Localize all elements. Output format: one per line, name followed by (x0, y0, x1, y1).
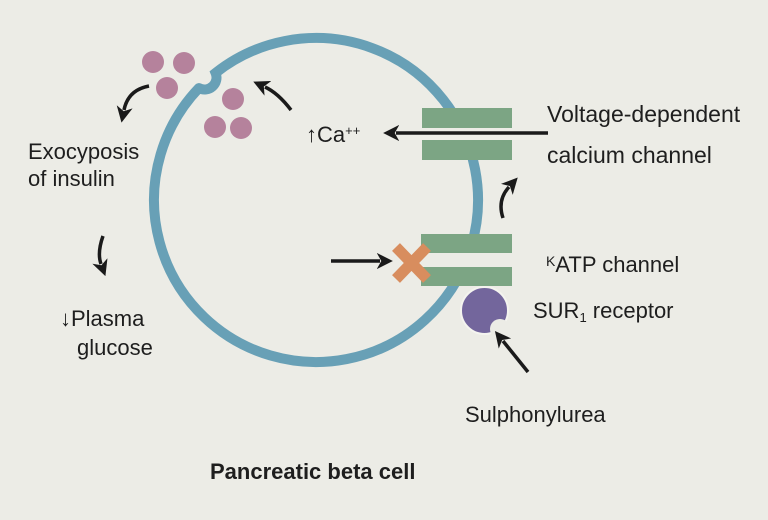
insulin-granule (173, 52, 195, 74)
calcium-channel-upper-rect (422, 108, 512, 128)
insulin-granule (222, 88, 244, 110)
plasma-glucose-label-line2: glucose (77, 335, 153, 360)
calcium-charge: ++ (345, 123, 361, 138)
katp-superscript-k: K (546, 253, 556, 269)
plasma-glucose-label-line1: ↓Plasma (60, 304, 153, 333)
katp-channel-lower-rect (421, 267, 512, 286)
sulphonylurea-binding-arrow (494, 330, 530, 374)
insulin-to-glucose-arrow (92, 235, 108, 277)
sur1-receptor-binding-notch (490, 319, 510, 339)
insulin-granules (142, 51, 252, 139)
insulin-granule (142, 51, 164, 73)
insulin-granule (230, 117, 252, 139)
down-arrow-icon: ↓ (60, 306, 71, 331)
depolarization-arrow (499, 177, 518, 219)
sur-label-text: SUR (533, 298, 580, 323)
plasma-glucose-label: ↓Plasma glucose (60, 304, 153, 362)
receptor-label-text: receptor (586, 298, 674, 323)
calcium-symbol: Ca (317, 122, 346, 147)
katp-channel-upper-rect (421, 234, 512, 253)
exocytosis-release-arrow (116, 84, 150, 123)
katp-channel-label: KATP channel (546, 248, 679, 278)
cell-membrane-circle (149, 33, 484, 367)
granule-to-membrane-arrow (253, 81, 293, 112)
sur-subscript-1: 1 (579, 310, 587, 325)
exocytosis-label-line1: Exocyposis (28, 139, 140, 164)
sur1-receptor-label: SUR1 receptor (533, 298, 674, 331)
calcium-channel-lower-rect (422, 140, 512, 160)
katp-channel-shape (421, 234, 512, 286)
figure-title: Pancreatic beta cell (210, 459, 416, 484)
plasma-label-text: Plasma (71, 306, 145, 331)
voltage-channel-label-line1: Voltage-dependent (547, 101, 741, 127)
exocytosis-label-line2: of insulin (28, 166, 115, 191)
up-arrow-icon: ↑ (306, 122, 317, 147)
voltage-channel-label-line2: calcium channel (547, 142, 712, 168)
sulphonylurea-label: Sulphonylurea (465, 402, 606, 427)
insulin-granule (156, 77, 178, 99)
voltage-channel-label: Voltage-dependent calcium channel (547, 94, 740, 176)
insulin-granule (204, 116, 226, 138)
calcium-increase-label: ↑Ca++ (306, 118, 360, 148)
sur1-receptor-shape (460, 286, 510, 339)
channel-block-x-icon (392, 243, 431, 283)
exocytosis-label: Exocyposis of insulin (28, 138, 139, 192)
katp-label-text: ATP channel (555, 252, 680, 277)
